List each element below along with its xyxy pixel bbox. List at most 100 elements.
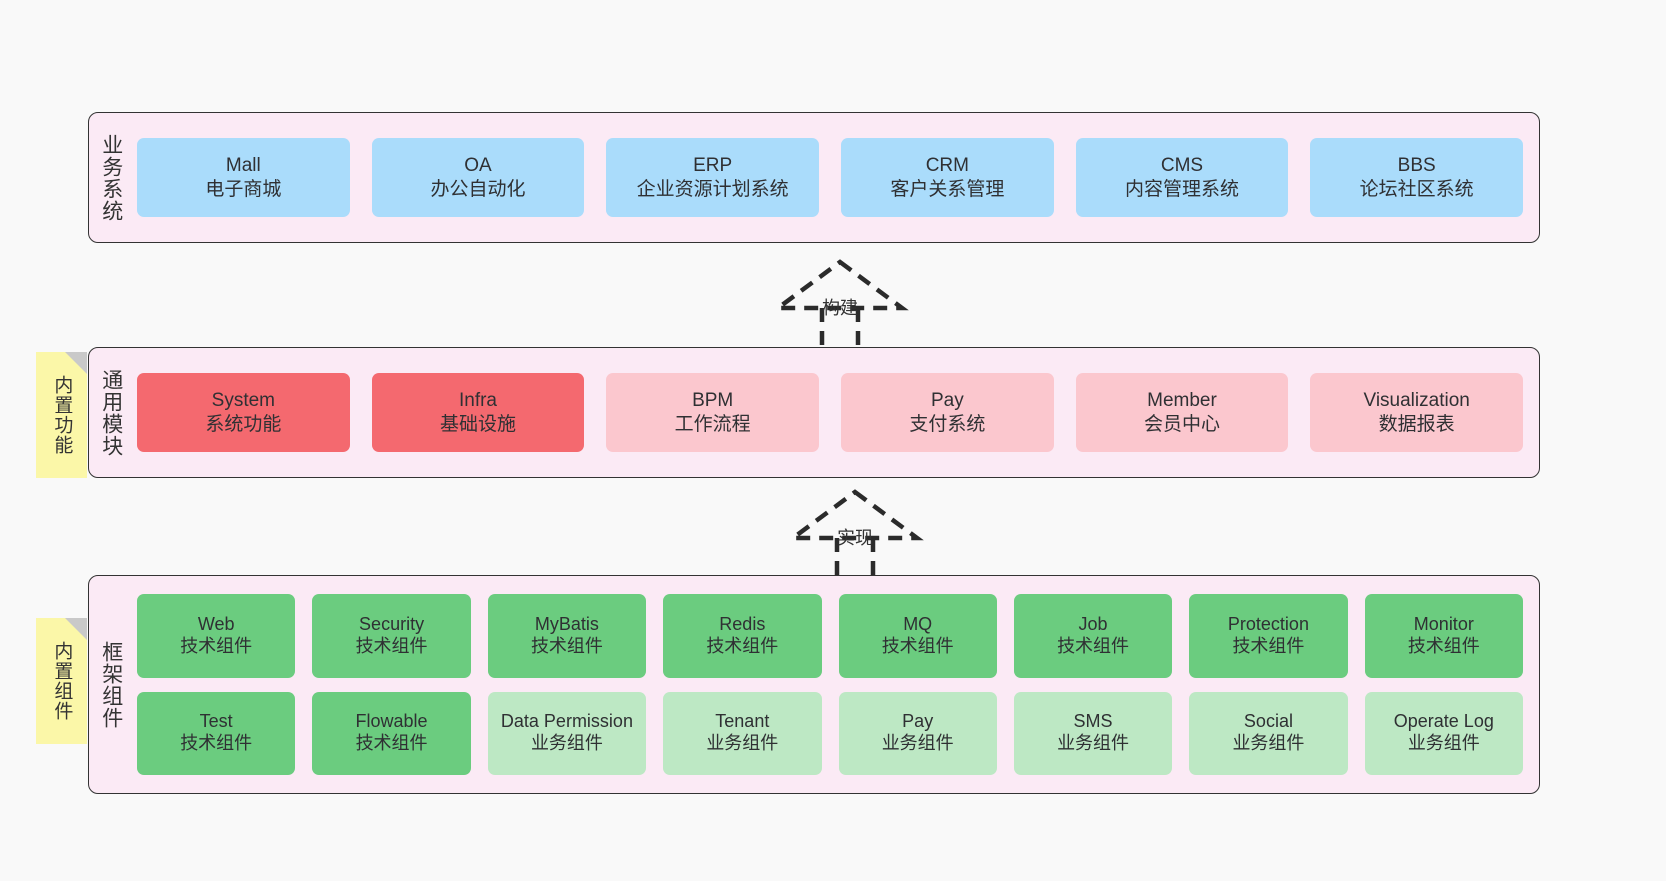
note-built-in-features-label: 内置功能 <box>51 375 73 455</box>
card-visualization-name: Visualization <box>1363 390 1470 412</box>
layer-common-modules: 通用模块 System 系统功能 Infra 基础设施 BPM 工作流程 Pay… <box>88 347 1540 478</box>
card-protection[interactable]: Protection 技术组件 <box>1189 594 1348 678</box>
card-security-desc: 技术组件 <box>355 635 428 656</box>
card-crm-desc: 客户关系管理 <box>890 178 1005 200</box>
card-crm-name: CRM <box>925 155 969 177</box>
arrow-build: 构建 <box>760 258 920 350</box>
card-mybatis-desc: 技术组件 <box>530 635 603 656</box>
card-redis-desc: 技术组件 <box>706 635 779 656</box>
card-flowable-name: Flowable <box>355 711 428 732</box>
card-operate-log-name: Operate Log <box>1393 711 1494 732</box>
note-built-in-components-label: 内置组件 <box>51 641 73 721</box>
card-mall-desc: 电子商城 <box>205 178 282 200</box>
card-sms[interactable]: SMS 业务组件 <box>1013 691 1173 775</box>
card-infra[interactable]: Infra 基础设施 <box>371 373 585 452</box>
card-web-name: Web <box>197 613 235 634</box>
card-job[interactable]: Job 技术组件 <box>1013 594 1173 678</box>
arrow-implement: 实现 <box>775 488 935 580</box>
card-job-name: Job <box>1078 613 1108 634</box>
card-cms-desc: 内容管理系统 <box>1124 178 1239 200</box>
card-test[interactable]: Test 技术组件 <box>137 691 296 775</box>
card-bpm-name: BPM <box>692 390 734 412</box>
layer-common-modules-cards: System 系统功能 Infra 基础设施 BPM 工作流程 Pay 支付系统… <box>133 348 1539 477</box>
card-monitor-name: Monitor <box>1413 613 1474 634</box>
card-web[interactable]: Web 技术组件 <box>137 594 296 678</box>
layer-business-system-cards: Mall 电子商城 OA 办公自动化 ERP 企业资源计划系统 CRM 客户关系… <box>133 113 1539 242</box>
note-built-in-components: 内置组件 <box>36 618 87 744</box>
card-tenant-desc: 业务组件 <box>706 733 779 754</box>
card-operate-log[interactable]: Operate Log 业务组件 <box>1364 691 1523 775</box>
card-cms-name: CMS <box>1160 155 1204 177</box>
card-member[interactable]: Member 会员中心 <box>1075 373 1289 452</box>
card-mq-name: MQ <box>903 613 933 634</box>
card-pay-component-name: Pay <box>902 711 934 732</box>
card-system[interactable]: System 系统功能 <box>137 373 350 452</box>
layer-framework-components: 框架组件 Web 技术组件 Security 技术组件 MyBatis 技术组件… <box>88 575 1540 794</box>
arrow-build-label: 构建 <box>822 298 858 318</box>
card-security[interactable]: Security 技术组件 <box>312 594 471 678</box>
card-social-desc: 业务组件 <box>1232 733 1305 754</box>
card-security-name: Security <box>359 613 425 634</box>
card-visualization[interactable]: Visualization 数据报表 <box>1310 373 1523 452</box>
card-monitor-desc: 技术组件 <box>1407 635 1480 656</box>
card-bpm[interactable]: BPM 工作流程 <box>606 373 819 452</box>
card-mall[interactable]: Mall 电子商城 <box>137 138 350 217</box>
card-infra-name: Infra <box>458 390 497 412</box>
card-social-name: Social <box>1243 711 1293 732</box>
card-operate-log-desc: 业务组件 <box>1407 733 1480 754</box>
card-data-permission-desc: 业务组件 <box>530 733 603 754</box>
card-pay-component[interactable]: Pay 业务组件 <box>838 691 997 775</box>
arrow-build-shaft <box>819 308 861 350</box>
card-erp-desc: 企业资源计划系统 <box>636 178 789 200</box>
card-oa-name: OA <box>464 155 492 177</box>
card-data-permission[interactable]: Data Permission 业务组件 <box>487 691 647 775</box>
card-bpm-desc: 工作流程 <box>674 413 751 435</box>
card-redis-name: Redis <box>719 613 766 634</box>
card-test-name: Test <box>199 711 233 732</box>
card-mq[interactable]: MQ 技术组件 <box>838 594 997 678</box>
card-oa[interactable]: OA 办公自动化 <box>371 138 585 217</box>
card-visualization-desc: 数据报表 <box>1378 413 1455 435</box>
card-redis[interactable]: Redis 技术组件 <box>663 594 822 678</box>
arrow-implement-shaft <box>834 538 876 580</box>
card-erp-name: ERP <box>693 155 733 177</box>
card-flowable[interactable]: Flowable 技术组件 <box>312 691 471 775</box>
arrow-implement-label: 实现 <box>837 528 873 548</box>
card-pay-module-name: Pay <box>930 390 964 412</box>
card-bbs-desc: 论坛社区系统 <box>1359 178 1474 200</box>
card-crm[interactable]: CRM 客户关系管理 <box>841 138 1054 217</box>
card-mq-desc: 技术组件 <box>881 635 954 656</box>
card-tenant[interactable]: Tenant 业务组件 <box>663 691 822 775</box>
card-mybatis[interactable]: MyBatis 技术组件 <box>487 594 647 678</box>
card-pay-component-desc: 业务组件 <box>881 733 954 754</box>
arrow-build-head <box>771 259 909 311</box>
card-web-desc: 技术组件 <box>180 635 253 656</box>
card-erp[interactable]: ERP 企业资源计划系统 <box>606 138 819 217</box>
card-flowable-desc: 技术组件 <box>355 733 428 754</box>
layer-business-system: 业务系统 Mall 电子商城 OA 办公自动化 ERP 企业资源计划系统 CRM… <box>88 112 1540 243</box>
card-bbs-name: BBS <box>1397 155 1436 177</box>
note-fold-icon <box>65 352 87 374</box>
card-monitor[interactable]: Monitor 技术组件 <box>1364 594 1523 678</box>
card-pay-module[interactable]: Pay 支付系统 <box>841 373 1054 452</box>
layer-framework-components-cards: Web 技术组件 Security 技术组件 MyBatis 技术组件 Redi… <box>133 576 1539 793</box>
note-built-in-features: 内置功能 <box>36 352 87 478</box>
card-member-desc: 会员中心 <box>1143 413 1220 435</box>
card-job-desc: 技术组件 <box>1057 635 1130 656</box>
card-member-name: Member <box>1147 390 1217 412</box>
card-protection-desc: 技术组件 <box>1232 635 1305 656</box>
card-tenant-name: Tenant <box>715 711 770 732</box>
card-infra-desc: 基础设施 <box>439 413 516 435</box>
card-sms-name: SMS <box>1073 711 1113 732</box>
card-cms[interactable]: CMS 内容管理系统 <box>1075 138 1289 217</box>
card-test-desc: 技术组件 <box>180 733 253 754</box>
card-pay-module-desc: 支付系统 <box>909 413 986 435</box>
card-system-desc: 系统功能 <box>205 413 282 435</box>
card-bbs[interactable]: BBS 论坛社区系统 <box>1310 138 1523 217</box>
card-social[interactable]: Social 业务组件 <box>1189 691 1348 775</box>
card-data-permission-name: Data Permission <box>500 711 633 732</box>
card-oa-desc: 办公自动化 <box>430 178 526 200</box>
card-protection-name: Protection <box>1227 613 1309 634</box>
layer-framework-components-title: 框架组件 <box>99 640 123 729</box>
